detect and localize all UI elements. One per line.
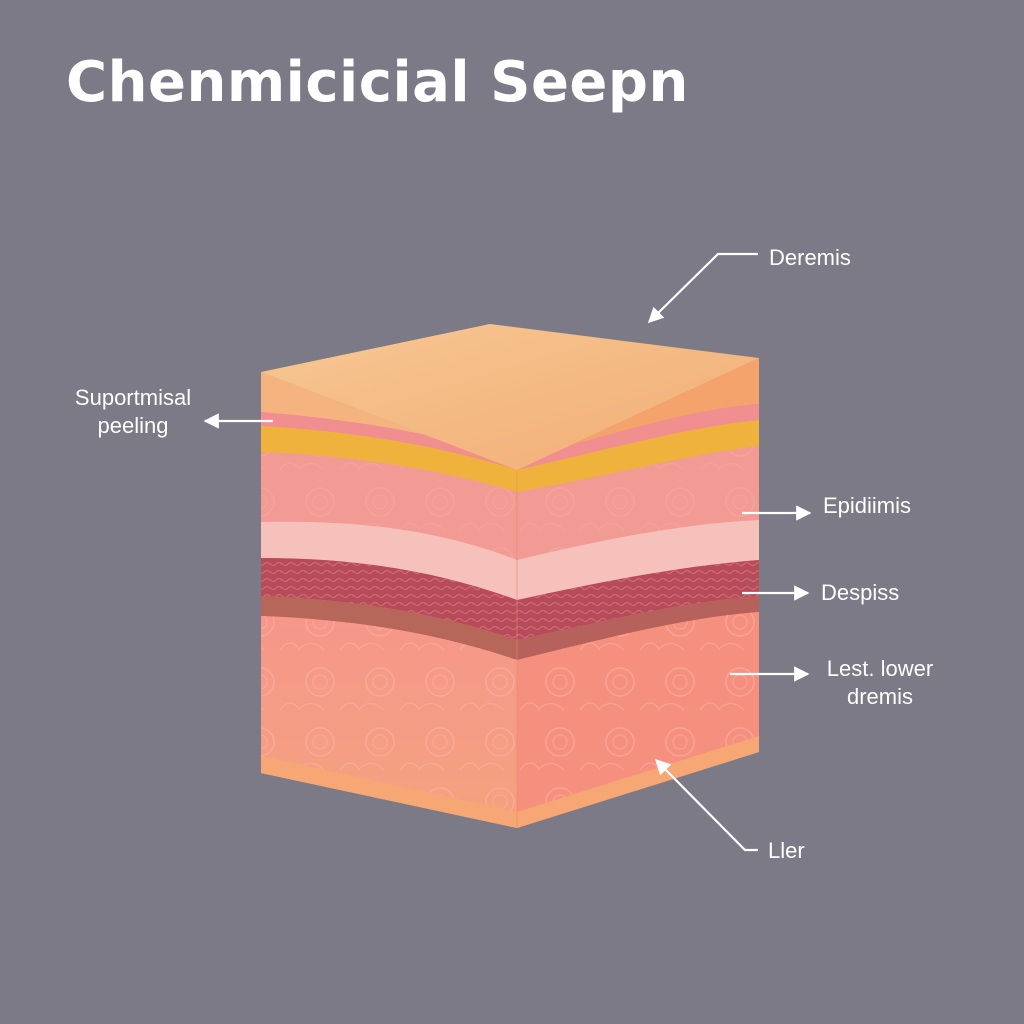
right-yellow-layer — [517, 420, 759, 492]
left-lower-texture — [261, 616, 517, 812]
left-dark-texture — [261, 558, 517, 640]
page-title: Chenmicicial Seepn — [66, 50, 689, 115]
left-pink-texture — [261, 452, 517, 560]
top-face — [261, 324, 759, 470]
right-pink-thin — [517, 404, 759, 470]
arrow-dermis — [647, 252, 758, 324]
right-face — [517, 358, 759, 828]
left-yellow-layer — [261, 426, 517, 492]
label-layer: Ller — [768, 838, 805, 863]
left-bottom-rim — [261, 756, 517, 828]
label-epidermis: Epidiimis — [823, 493, 912, 518]
right-lower-texture — [517, 612, 759, 812]
left-pink-thin — [261, 412, 517, 470]
label-dermis: Deremis — [769, 245, 851, 270]
label-lower-dermis: Lest. lower dremis — [826, 656, 934, 709]
right-dark-texture — [517, 560, 759, 640]
left-dark-shadow — [261, 596, 517, 660]
right-pale-layer — [517, 520, 759, 600]
left-pale-layer — [261, 521, 517, 600]
label-superficial: Suportmisal peeling — [74, 385, 192, 438]
right-pink-texture — [517, 446, 759, 560]
arrow-layer — [654, 758, 758, 852]
right-dark-shadow — [517, 596, 759, 660]
callout-arrows — [203, 252, 812, 852]
right-bottom-rim — [517, 736, 759, 828]
label-despiss: Despiss — [821, 580, 900, 605]
